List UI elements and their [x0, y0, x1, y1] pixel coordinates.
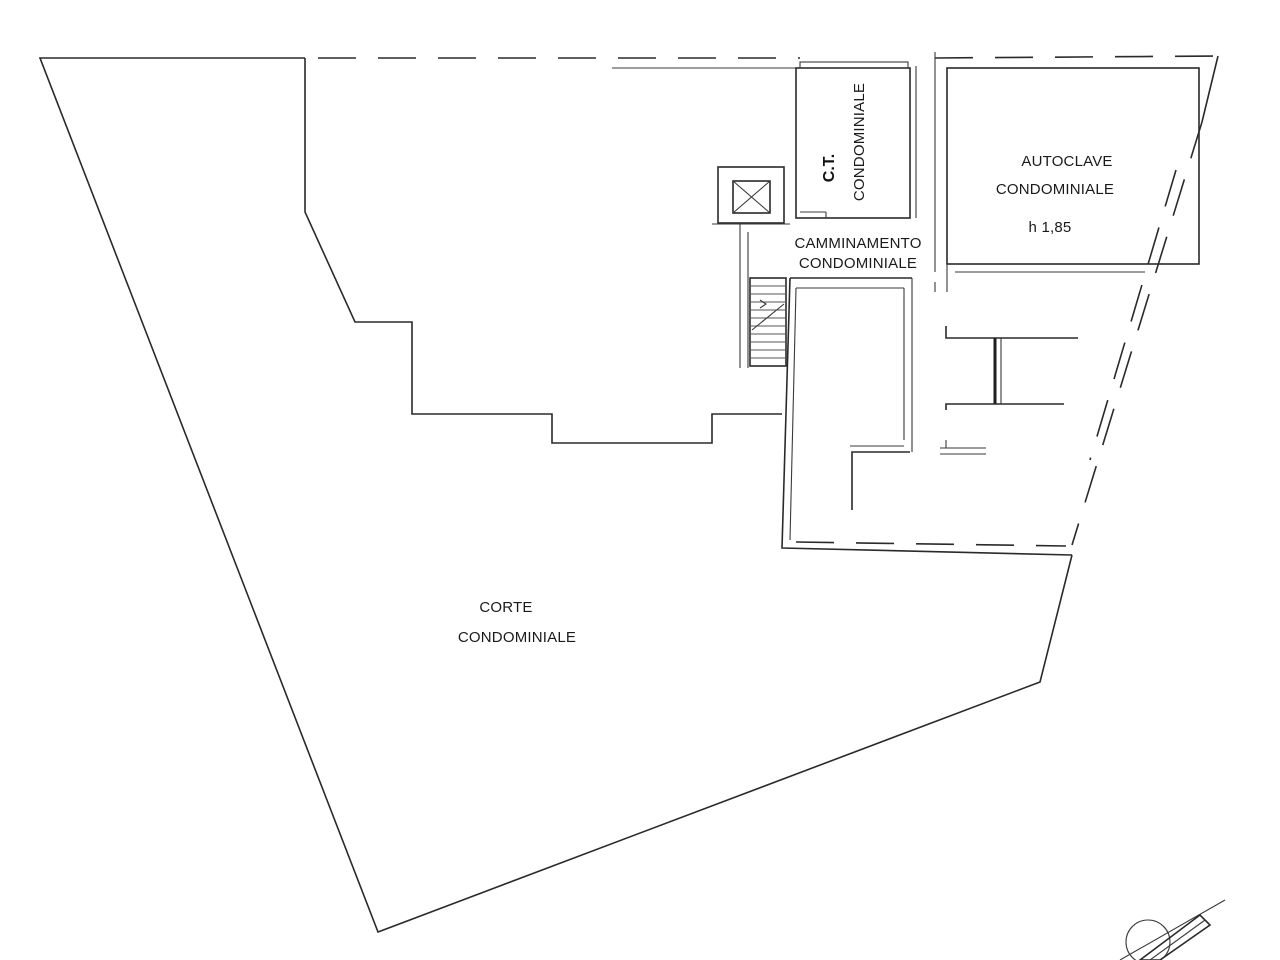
lift-shaft-icon	[712, 166, 790, 225]
ct-label-line1: C.T.	[821, 154, 838, 182]
camminamento-label-line2: CONDOMINIALE	[799, 255, 917, 272]
camminamento-walls	[739, 224, 913, 452]
corte-label-line1: CORTE	[479, 599, 532, 616]
autoclave-height-label: h 1,85	[1029, 219, 1072, 236]
corte-boundary	[38, 57, 1073, 934]
top-dashed-boundary	[318, 55, 1219, 123]
staircase-icon	[749, 277, 787, 367]
autoclave-label-line2: CONDOMINIALE	[996, 181, 1114, 198]
camminamento-label-line1: CAMMINAMENTO	[794, 235, 921, 252]
autoclave-label-line1: AUTOCLAVE	[1021, 153, 1112, 170]
lower-block-walls	[781, 277, 1073, 556]
ct-label-line2: CONDOMINIALE	[851, 83, 868, 201]
ct-room-walls	[795, 61, 911, 219]
right-dashed-boundary	[1071, 121, 1203, 546]
north-arrow-icon	[1119, 899, 1226, 960]
autoclave-room-walls	[946, 67, 1200, 292]
corridor-lines	[915, 52, 936, 292]
corte-label-line2: CONDOMINIALE	[458, 629, 576, 646]
h-partition-walls	[940, 326, 1078, 455]
